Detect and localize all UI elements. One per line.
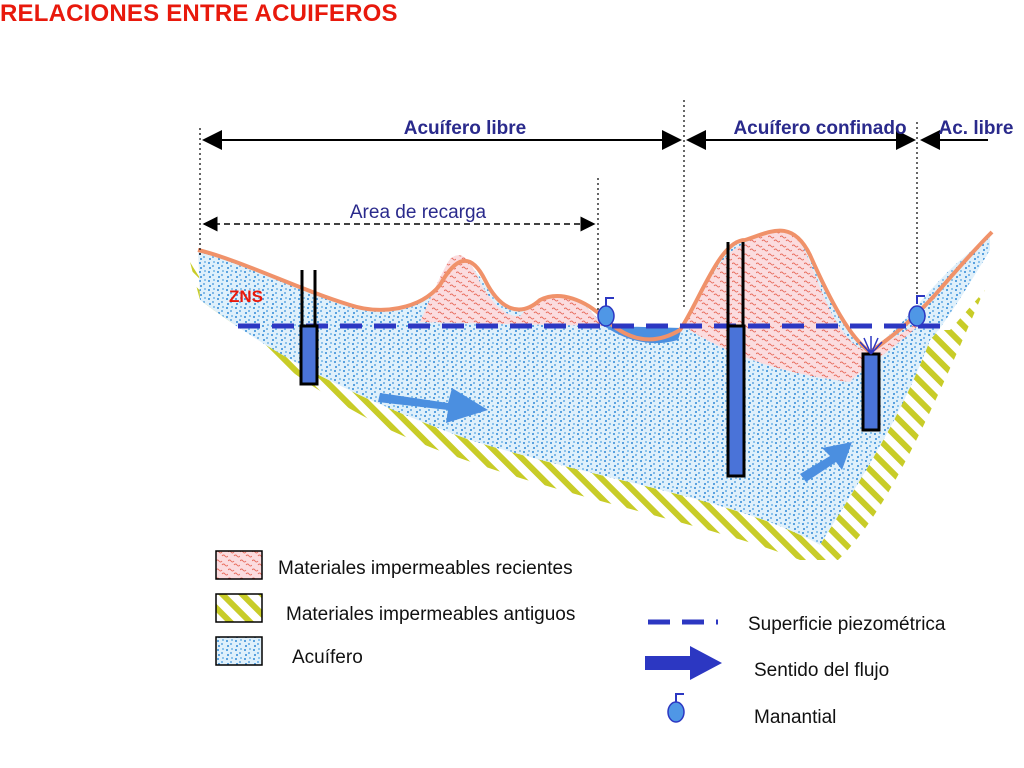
legend-label-antiguos: Materiales impermeables antiguos — [286, 604, 575, 625]
legend-label-manantial: Manantial — [754, 707, 836, 728]
label-acuifero-confinado: Acuífero confinado — [733, 118, 906, 139]
flow-arrow-icon — [378, 388, 488, 423]
legend-label-acuifero: Acuífero — [292, 647, 363, 668]
legend-item-acuifero: Acuífero — [215, 636, 363, 668]
legend-label-flujo: Sentido del flujo — [754, 660, 889, 681]
legend-swatch-antiguos — [215, 593, 263, 623]
legend-item-piezometrica: Superficie piezométrica — [648, 614, 946, 635]
well-2 — [726, 242, 746, 478]
label-acuifero-libre: Acuífero libre — [404, 118, 526, 139]
legend-item-recientes: Materiales impermeables recientes — [215, 550, 573, 580]
spring-icon — [908, 295, 926, 327]
legend-swatch-acuifero — [215, 636, 263, 666]
label-zns: ZNS — [229, 287, 263, 306]
legend-item-flujo: Sentido del flujo — [645, 646, 889, 681]
label-area-recarga: Area de recarga — [350, 202, 487, 223]
legend-flow-arrow-icon — [645, 646, 722, 680]
recent-deposit-hill-1 — [420, 255, 602, 326]
legend-label-piezometrica: Superficie piezométrica — [748, 614, 946, 635]
legend-swatch-recientes — [215, 550, 263, 580]
legend-item-manantial: Manantial — [667, 693, 836, 728]
spring-icon — [597, 297, 615, 327]
well-3-artesian — [859, 336, 883, 432]
flow-arrow-icon — [800, 442, 852, 482]
legend-item-antiguos: Materiales impermeables antiguos — [215, 593, 575, 625]
well-1 — [299, 270, 319, 386]
legend-spring-icon — [667, 693, 685, 723]
legend: Materiales impermeables recientes Materi… — [215, 550, 946, 728]
label-ac-libre: Ac. libre — [939, 118, 1014, 139]
page-title: RELACIONES ENTRE ACUIFEROS — [0, 0, 398, 27]
legend-label-recientes: Materiales impermeables recientes — [278, 558, 573, 579]
dimension-guides — [199, 100, 918, 312]
